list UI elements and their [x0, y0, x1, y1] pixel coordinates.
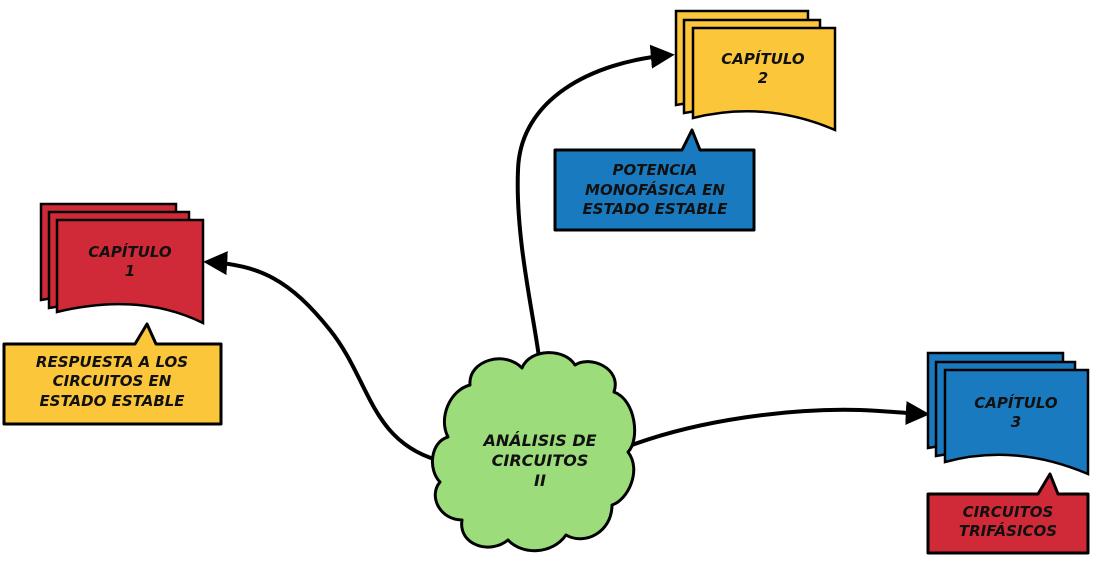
chapter-3-document: CAPÍTULO 3	[926, 351, 1090, 476]
center-cloud: ANÁLISIS DE CIRCUITOS II	[431, 351, 637, 553]
chapter-3-number: 3	[1011, 413, 1021, 431]
chapter-3-title: CAPÍTULO	[974, 393, 1058, 412]
arrow-to-chapter-1	[203, 251, 438, 462]
center-line-3: II	[534, 471, 546, 490]
chapter-2-callout: POTENCIA MONOFÁSICA EN ESTADO ESTABLE	[553, 128, 756, 232]
arrow-to-chapter-3	[631, 401, 930, 447]
arrow-to-chapter-2	[515, 44, 675, 366]
chapter-1-callout-line-1: RESPUESTA A LOS	[36, 353, 188, 371]
chapter-1-callout-line-3: ESTADO ESTABLE	[39, 392, 185, 410]
chapter-1-title: CAPÍTULO	[88, 242, 172, 261]
chapter-3-callout-line-1: CIRCUITOS	[963, 503, 1054, 521]
chapter-2-document: CAPÍTULO 2	[674, 9, 837, 132]
chapter-2-callout-line-3: ESTADO ESTABLE	[582, 200, 728, 218]
chapter-1-document: CAPÍTULO 1	[39, 202, 205, 326]
chapter-2-callout-line-1: POTENCIA	[613, 161, 698, 179]
chapter-2-callout-line-2: MONOFÁSICA EN	[585, 180, 725, 199]
chapter-1-number: 1	[125, 262, 135, 280]
chapter-1-callout: RESPUESTA A LOS CIRCUITOS EN ESTADO ESTA…	[2, 322, 223, 426]
chapter-3-callout: CIRCUITOS TRIFÁSICOS	[926, 472, 1090, 555]
center-line-2: CIRCUITOS	[492, 451, 589, 470]
center-line-1: ANÁLISIS DE	[481, 431, 596, 450]
chapter-2-title: CAPÍTULO	[721, 49, 805, 68]
chapter-2-number: 2	[758, 69, 768, 87]
chapter-1-callout-line-2: CIRCUITOS EN	[53, 372, 172, 390]
chapter-3-callout-line-2: TRIFÁSICOS	[959, 521, 1057, 540]
